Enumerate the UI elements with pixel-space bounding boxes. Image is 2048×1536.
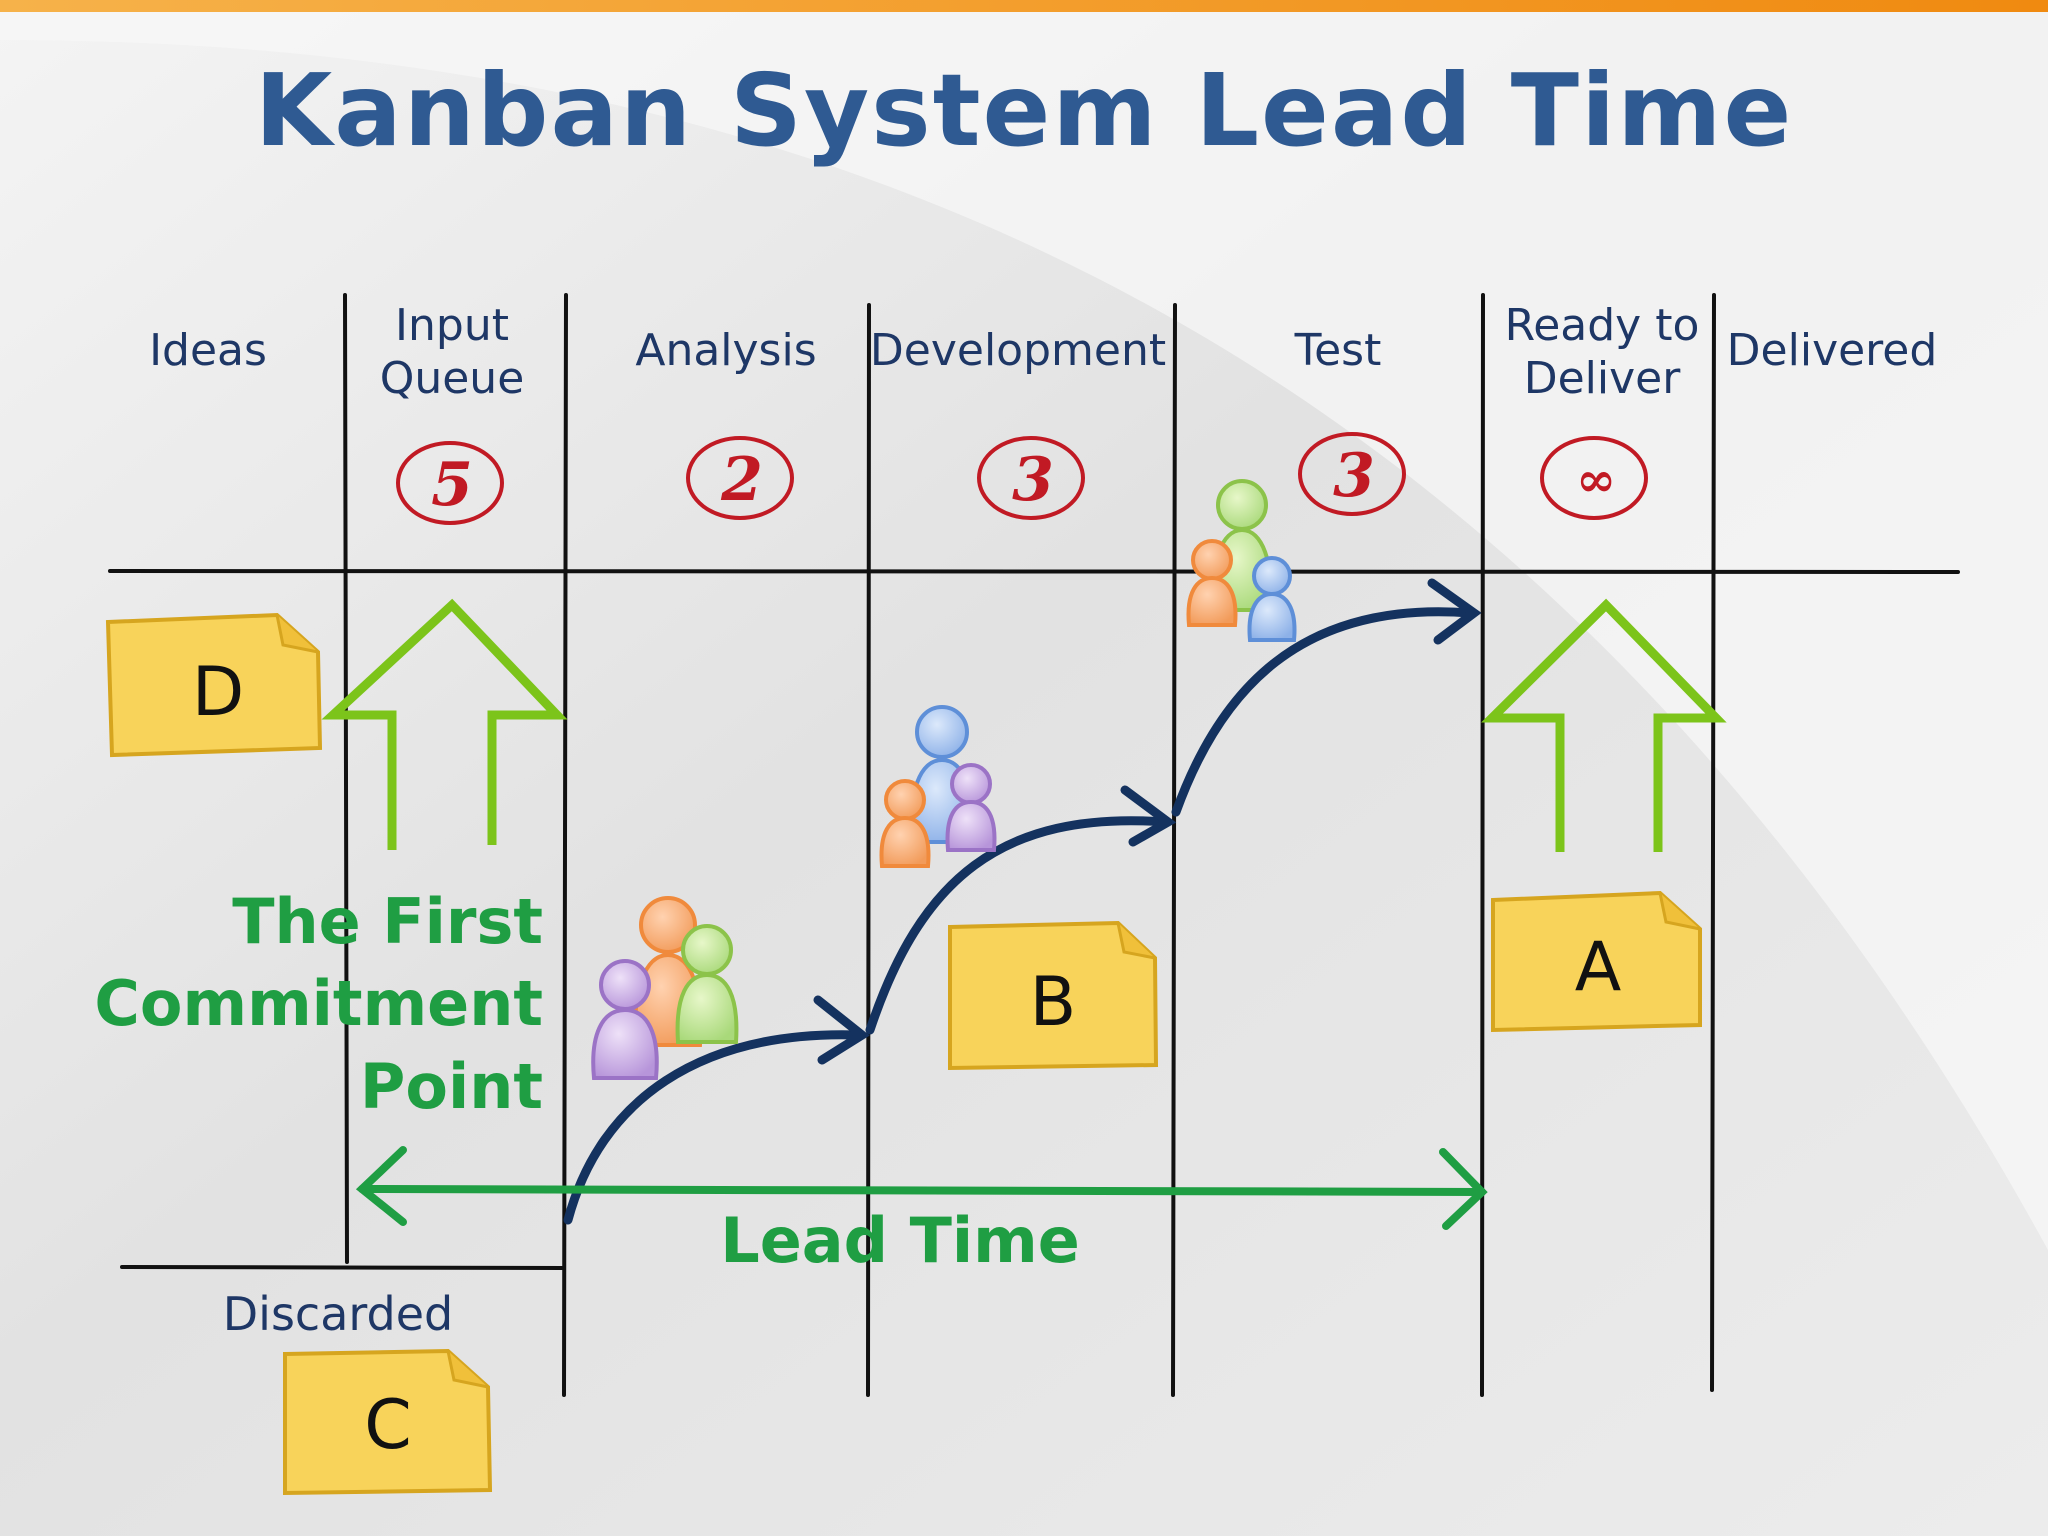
column-header-input-queue: Input xyxy=(395,300,509,351)
card-d: D xyxy=(105,612,323,758)
sticky-note-fold xyxy=(1658,892,1701,931)
team-icon-development xyxy=(879,705,997,868)
lead-time-arrow-shaft xyxy=(358,1185,1486,1196)
background-swoosh xyxy=(0,0,2048,1250)
flow-segment xyxy=(1171,607,1475,817)
column-header-ideas: Ideas xyxy=(149,325,267,376)
commitment-point-line2: Commitment xyxy=(94,967,543,1040)
column-divider xyxy=(1710,293,1716,1392)
column-header-analysis: Analysis xyxy=(635,325,816,376)
card-b: B xyxy=(948,920,1159,1071)
page-title: Kanban System Lead Time xyxy=(255,52,1794,169)
top-accent-bar xyxy=(0,0,2048,12)
column-divider xyxy=(1171,303,1177,1397)
header-divider xyxy=(108,569,1960,574)
commitment-arrow-icon xyxy=(321,598,568,850)
wip-limit-test: 3 xyxy=(1333,441,1375,511)
commitment-point-line3: Point xyxy=(360,1050,543,1123)
wip-limit-analysis: 2 xyxy=(720,445,763,515)
flow-arrowhead-icon xyxy=(1427,578,1482,645)
card-b-label: B xyxy=(1030,963,1077,1042)
wip-limit-ready-to-deliver: ∞ xyxy=(1576,452,1616,508)
delivery-arrow-icon xyxy=(1481,598,1727,852)
card-d-label: D xyxy=(192,653,244,732)
lead-time-left-arrowhead-icon xyxy=(355,1146,407,1226)
wip-circle-test xyxy=(1298,432,1406,516)
wip-limits: 5 2 3 3 ∞ xyxy=(396,432,1648,525)
card-c-label: C xyxy=(364,1386,411,1465)
sticky-note-shape xyxy=(1491,890,1702,1033)
wip-limit-input-queue: 5 xyxy=(431,450,473,520)
card-c: C xyxy=(283,1348,493,1496)
wip-circle-analysis xyxy=(686,436,794,520)
column-divider xyxy=(866,303,871,1397)
sticky-note-fold xyxy=(275,614,319,654)
lead-time-label: Lead Time xyxy=(720,1204,1080,1277)
discarded-label: Discarded xyxy=(223,1287,453,1341)
column-header-input-queue-line2: Queue xyxy=(380,353,525,404)
column-header-test: Test xyxy=(1294,325,1382,376)
wip-limit-development: 3 xyxy=(1012,445,1054,515)
column-header-ready-to-deliver: Ready to xyxy=(1505,300,1700,351)
flow-arrowhead-icon xyxy=(813,995,870,1065)
column-headers: Ideas Input Queue Analysis Development T… xyxy=(149,300,1937,404)
card-a-label: A xyxy=(1575,928,1622,1007)
discarded-divider xyxy=(120,1265,564,1270)
wip-circle-input-queue xyxy=(396,441,504,525)
lead-time-arrow xyxy=(355,1146,1488,1230)
column-header-development: Development xyxy=(870,325,1166,376)
commitment-point-line1: The First xyxy=(232,885,543,958)
column-divider xyxy=(562,293,568,1397)
column-divider xyxy=(343,293,349,1264)
sticky-note-shape xyxy=(948,920,1159,1071)
sticky-note-fold xyxy=(446,1350,489,1389)
sticky-note-shape xyxy=(105,612,323,758)
lead-time-right-arrowhead-icon xyxy=(1439,1148,1488,1230)
team-icon-test xyxy=(1186,479,1297,642)
flow-segment xyxy=(865,816,1171,1035)
flow-segment xyxy=(563,1030,863,1225)
board-grid xyxy=(108,293,1960,1397)
column-header-ready-to-deliver-line2: Deliver xyxy=(1524,353,1682,404)
wip-circle-development xyxy=(977,436,1085,520)
commitment-point-label: The First Commitment Point xyxy=(94,885,543,1123)
wip-circle-ready-to-deliver xyxy=(1540,436,1648,520)
sticky-note-shape xyxy=(283,1348,493,1496)
sticky-note-fold xyxy=(1116,922,1156,960)
column-header-delivered: Delivered xyxy=(1727,325,1938,376)
team-icon-analysis xyxy=(591,896,739,1080)
flow-arrowhead-icon xyxy=(1120,785,1177,847)
card-a: A xyxy=(1491,890,1702,1033)
column-divider xyxy=(1480,293,1485,1397)
work-flow-curve xyxy=(563,578,1482,1225)
